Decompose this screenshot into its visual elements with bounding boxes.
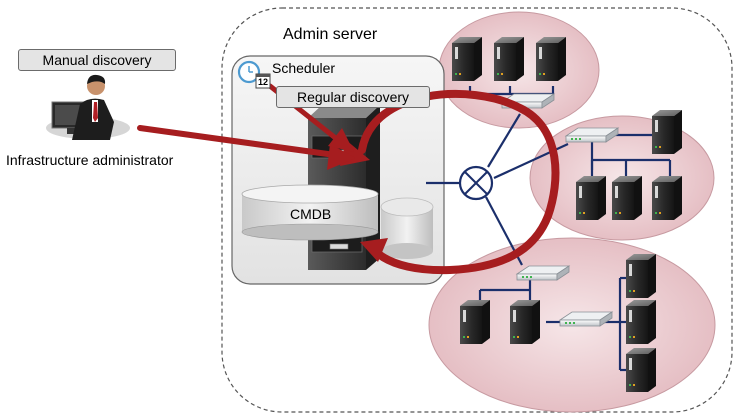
server-icon	[576, 176, 606, 220]
calendar-icon	[237, 60, 271, 89]
server-icon	[626, 254, 656, 298]
infrastructure-administrator-label: Infrastructure administrator	[6, 152, 174, 168]
cmdb-label: CMDB	[290, 206, 332, 222]
regular-discovery-label: Regular discovery	[276, 86, 430, 108]
server-icon	[460, 300, 490, 344]
admin-server-label: Admin server	[283, 26, 378, 43]
database-icon	[380, 197, 434, 259]
manual-discovery-label: Manual discovery	[18, 49, 176, 71]
calendar-number: 12	[258, 77, 269, 87]
server-icon	[626, 300, 656, 344]
server-icon	[626, 348, 656, 392]
hub-icon	[458, 165, 494, 201]
manual-discovery-arrow	[137, 125, 356, 170]
cmdb-icon	[241, 184, 379, 241]
server-icon	[494, 37, 524, 81]
server-icon	[536, 37, 566, 81]
server-icon	[652, 176, 682, 220]
server-icon	[612, 176, 642, 220]
scheduler-label: Scheduler	[272, 60, 336, 76]
server-icon	[652, 110, 682, 154]
server-icon	[510, 300, 540, 344]
person-icon	[46, 74, 130, 140]
admin-server-boundary	[221, 7, 733, 413]
server-icon	[452, 37, 482, 81]
